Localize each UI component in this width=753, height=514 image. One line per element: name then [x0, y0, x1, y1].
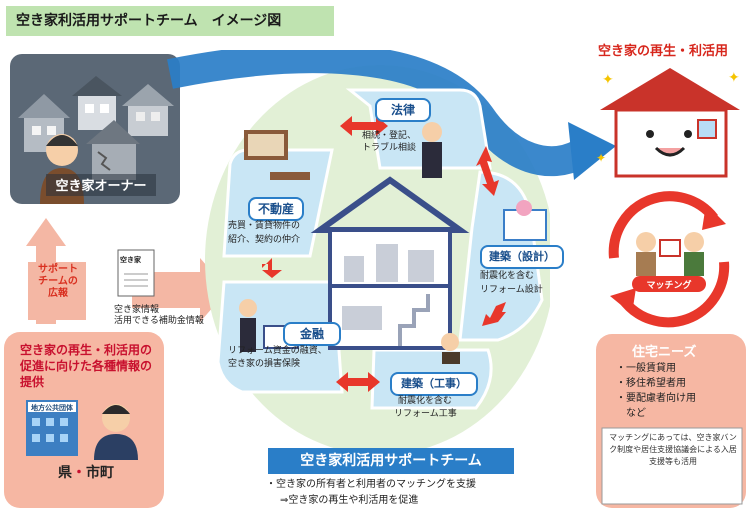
support-label: サポート チームの 広報 [38, 264, 78, 299]
info-arrow [117, 249, 228, 322]
finance-title: 金融 [283, 322, 341, 346]
needs-item-0: ・一般賃貸用 [616, 363, 676, 374]
info-line2: 活用できる補助金情報 [114, 316, 204, 326]
construction-desc1: 耐震化を含む [398, 396, 453, 406]
lawyer-person-icon [422, 122, 442, 178]
design-desc2: リフォーム設計 [480, 285, 543, 295]
needs-item-1: ・移住希望者用 [616, 378, 686, 389]
team-note1: ・空き家の所有者と利用者のマッチングを支援 [266, 479, 476, 490]
svg-text:✦: ✦ [602, 72, 614, 88]
prefecture-label-city: 市町 [86, 465, 114, 481]
architect-plan-icon [503, 200, 547, 241]
info-line1: 空き家情報 [114, 305, 160, 315]
realtor-desk-icon [244, 130, 310, 180]
legal-title: 法律 [375, 98, 431, 122]
realestate-desc2: 紹介、契約の仲介 [228, 235, 301, 245]
construction-title: 建築（工事） [390, 372, 478, 396]
prefecture-label-pref: 県 [58, 465, 72, 481]
needs-panel [596, 334, 746, 508]
document-icon [117, 249, 155, 297]
realestate-title: 不動産 [248, 197, 304, 221]
owner-illustration: 空き家オーナー [10, 54, 180, 204]
house-icon-3 [122, 84, 174, 136]
carpenter-person-icon [441, 333, 460, 364]
design-desc1: 耐震化を含む [480, 271, 535, 281]
realestate-desc1: 売買・賃貸物件の [228, 221, 301, 231]
needs-item-2: ・要配慮者向け用 [616, 393, 696, 404]
svg-text:✦: ✦ [596, 151, 606, 165]
handshake-icon [636, 232, 704, 276]
center-house-icon [310, 176, 470, 350]
legal-desc1: 相続・登記、 [362, 131, 417, 141]
document-label: 空き家 [120, 256, 141, 264]
team-note2: ⇒空き家の再生や利活用を促進 [280, 495, 419, 506]
staff-person-icon [94, 404, 138, 460]
prefecture-label: 県・市町 [58, 462, 114, 482]
design-title: 建築（設計） [480, 245, 564, 269]
construction-desc2: リフォーム工事 [394, 409, 457, 419]
matching-cycle: マッチング [608, 191, 730, 328]
page-title-banner: 空き家利活用サポートチーム イメージ図 [6, 6, 334, 36]
revival-label: 空き家の再生・利活用 [598, 44, 729, 59]
team-banner: 空き家利活用サポートチーム [268, 448, 514, 474]
needs-note: マッチングにあっては、空き家バンク制度や居住支援協議会による入居支援等も活用 [609, 433, 737, 466]
prefecture-panel [4, 218, 164, 508]
needs-item-3: など [616, 408, 646, 419]
finance-desc2: 空き家の損害保険 [228, 359, 301, 369]
page-title: 空き家利活用サポートチーム イメージ図 [16, 13, 282, 29]
owner-label: 空き家オーナー [55, 178, 146, 194]
prefecture-desc: 空き家の再生・利活用の促進に向けた各種情報の提供 [20, 343, 153, 389]
svg-text:✦: ✦ [728, 70, 740, 86]
finance-desc1: リフォーム資金の融資、 [228, 346, 327, 356]
city-hall-sign: 地方公共団体 [31, 404, 73, 412]
happy-house-icon: ✦ ✦ ✦ [596, 68, 740, 178]
prefecture-label-dot: ・ [72, 465, 86, 481]
matching-label: マッチング [646, 279, 691, 291]
connector-arrows [262, 116, 506, 392]
needs-title: 住宅ニーズ [632, 345, 697, 360]
legal-desc2: トラブル相談 [362, 143, 417, 153]
